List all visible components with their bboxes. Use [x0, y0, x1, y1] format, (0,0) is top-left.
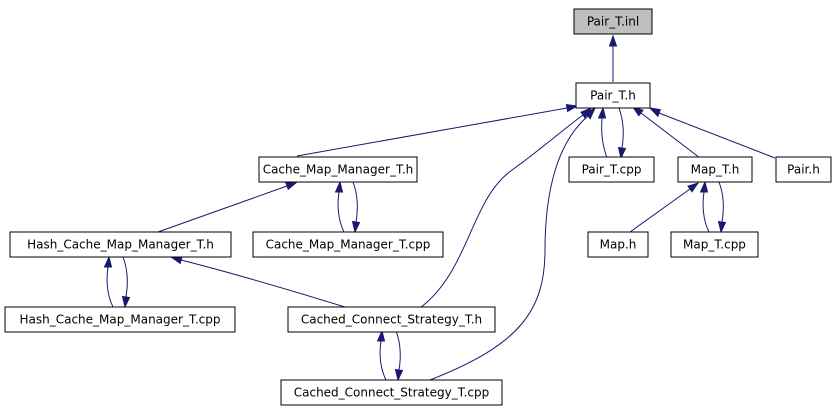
edge-cached-connect-strategy-t-h-to-cached-connect-strategy-t-cpp	[394, 330, 404, 382]
node-label-hash-cache-map-manager-t-cpp: Hash_Cache_Map_Manager_T.cpp	[19, 313, 220, 327]
node-label-cache-map-manager-t-h: Cache_Map_Manager_T.h	[263, 163, 414, 177]
node-label-map-t-cpp: Map_T.cpp	[683, 238, 746, 252]
node-label-map-h: Map.h	[600, 238, 637, 252]
node-map-t-h[interactable]: Map_T.h	[677, 156, 753, 183]
node-pair-t-cpp[interactable]: Pair_T.cpp	[568, 156, 655, 183]
node-label-map-t-h: Map_T.h	[691, 163, 740, 177]
node-hash-cache-map-manager-t-h[interactable]: Hash_Cache_Map_Manager_T.h	[9, 231, 232, 258]
node-hash-cache-map-manager-t-cpp[interactable]: Hash_Cache_Map_Manager_T.cpp	[4, 306, 236, 333]
node-pair-h[interactable]: Pair.h	[775, 156, 832, 183]
node-label-pair-h: Pair.h	[787, 163, 820, 177]
edge-pair-t-cpp-to-pair-t-h	[597, 106, 608, 159]
edge-map-t-h-to-map-t-cpp	[717, 181, 727, 234]
node-map-t-cpp[interactable]: Map_T.cpp	[670, 231, 759, 258]
node-pair-t-h[interactable]: Pair_T.h	[575, 82, 651, 109]
edge-cache-map-manager-t-cpp-to-cache-map-manager-t-h	[334, 180, 345, 233]
edge-hash-cache-map-manager-t-cpp-to-hash-cache-map-manager-t-h	[103, 255, 114, 308]
edge-cached-connect-strategy-t-h-to-pair-t-h	[419, 106, 593, 309]
nodes-layer: Pair_T.inl Pair_T.h Cache_Map_Manager_T.…	[4, 8, 832, 406]
node-cache-map-manager-t-cpp[interactable]: Cache_Map_Manager_T.cpp	[252, 231, 444, 258]
node-label-pair-t-inl: Pair_T.inl	[587, 15, 639, 29]
edge-cached-connect-strategy-t-cpp-to-pair-t-h	[429, 106, 597, 381]
node-label-hash-cache-map-manager-t-h: Hash_Cache_Map_Manager_T.h	[27, 238, 214, 252]
edges-layer	[103, 34, 776, 382]
edge-map-t-cpp-to-map-t-h	[699, 180, 710, 233]
edge-cache-map-manager-t-h-to-cache-map-manager-t-cpp	[351, 181, 361, 234]
node-cache-map-manager-t-h[interactable]: Cache_Map_Manager_T.h	[258, 156, 418, 183]
edge-hash-cache-map-manager-t-h-to-cache-map-manager-t-h	[157, 181, 299, 233]
edge-hash-cache-map-manager-t-h-to-hash-cache-map-manager-t-cpp	[121, 256, 131, 309]
node-label-pair-t-h: Pair_T.h	[590, 89, 636, 103]
edge-cache-map-manager-t-h-to-pair-t-h	[296, 104, 579, 157]
node-label-pair-t-cpp: Pair_T.cpp	[582, 163, 642, 177]
edge-pair-t-h-to-pair-t-inl	[608, 34, 618, 82]
node-label-cached-connect-strategy-t-h: Cached_Connect_Strategy_T.h	[301, 313, 482, 327]
edge-map-h-to-map-t-h	[629, 182, 700, 233]
node-cached-connect-strategy-t-cpp[interactable]: Cached_Connect_Strategy_T.cpp	[280, 379, 503, 406]
edge-cached-connect-strategy-t-h-to-hash-cache-map-manager-t-h	[169, 256, 346, 308]
node-label-cached-connect-strategy-t-cpp: Cached_Connect_Strategy_T.cpp	[294, 386, 490, 400]
edge-map-t-h-to-pair-t-h	[631, 106, 701, 159]
node-cached-connect-strategy-t-h[interactable]: Cached_Connect_Strategy_T.h	[287, 306, 496, 333]
node-label-cache-map-manager-t-cpp: Cache_Map_Manager_T.cpp	[266, 238, 431, 252]
edge-pair-t-h-to-pair-t-cpp	[617, 107, 627, 160]
edge-pair-h-to-pair-t-h	[648, 107, 776, 159]
node-map-h[interactable]: Map.h	[587, 231, 649, 258]
edge-cached-connect-strategy-t-cpp-to-cached-connect-strategy-t-h	[376, 329, 387, 381]
node-pair-t-inl[interactable]: Pair_T.inl	[573, 8, 653, 35]
